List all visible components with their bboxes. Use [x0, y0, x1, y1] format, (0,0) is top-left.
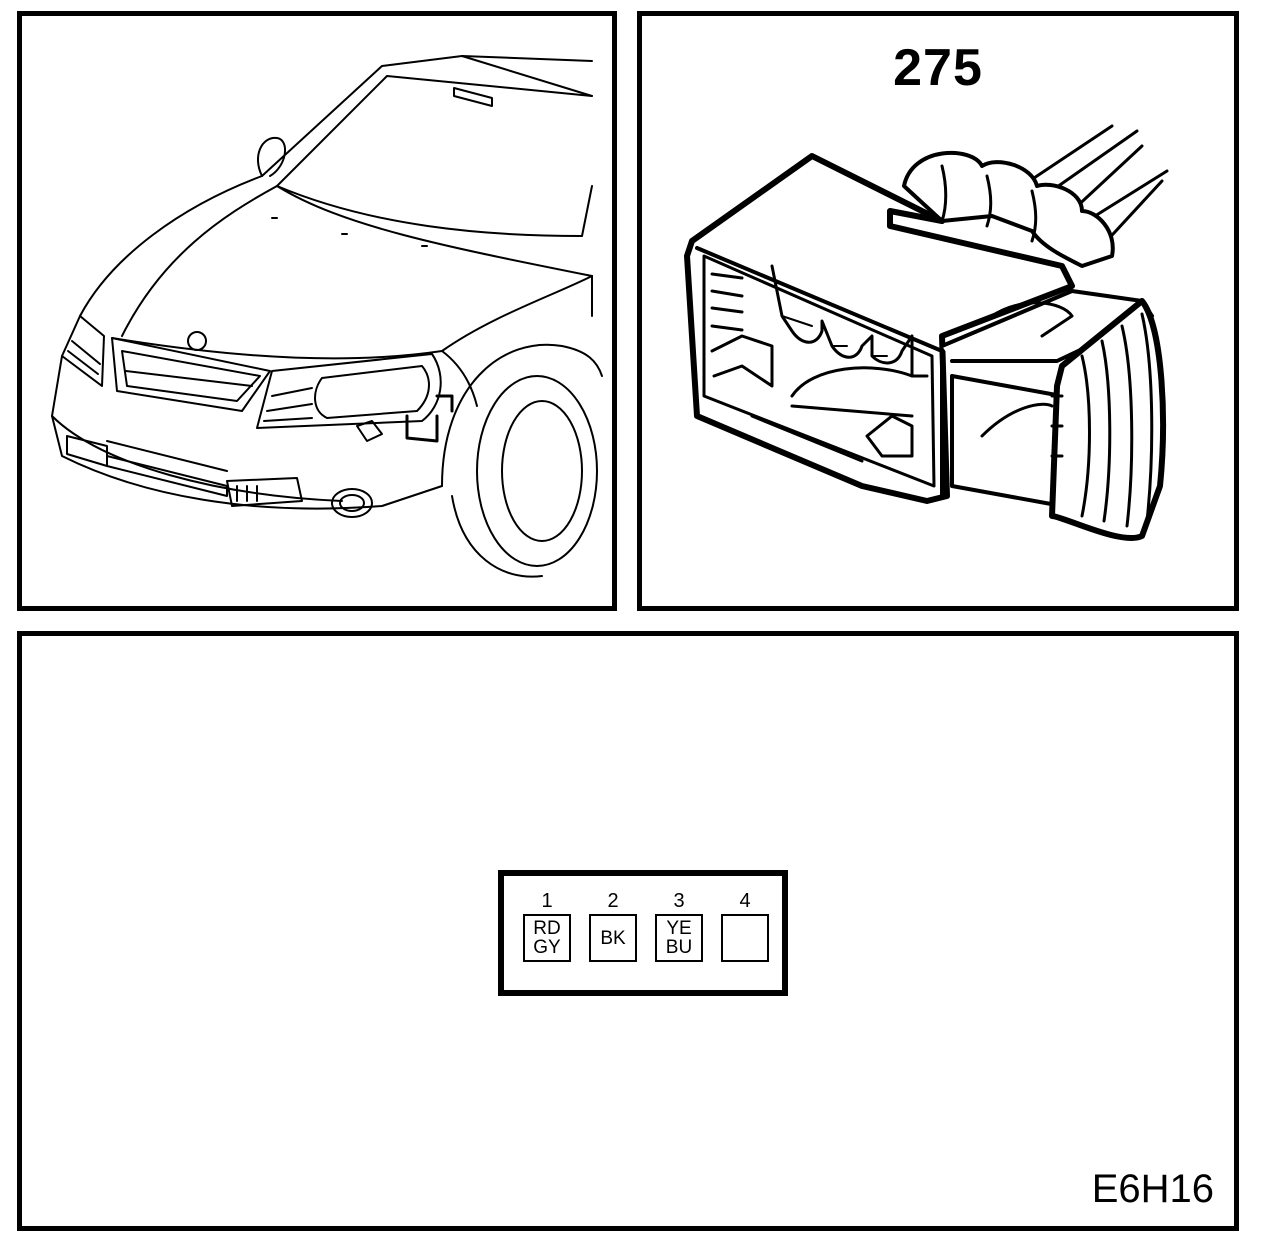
car-front-illustration [51, 55, 603, 578]
pin-3: 3 YE BU [652, 890, 706, 962]
wire-color: BU [665, 937, 693, 958]
pin-1: 1 RD GY [520, 890, 574, 962]
figure-code: E6H16 [1091, 1167, 1214, 1211]
pin-wire-colors: RD GY [523, 914, 571, 962]
connector-face: 1 RD GY 2 BK 3 YE BU 4 [498, 870, 788, 996]
pinout-panel: 1 RD GY 2 BK 3 YE BU 4 E6H16 [17, 631, 1239, 1231]
pin-number: 2 [607, 890, 619, 912]
pin-2: 2 BK [586, 890, 640, 962]
wire-color: BK [600, 927, 626, 949]
pin-wire-colors: BK [589, 914, 637, 962]
pin-wire-colors [721, 914, 769, 962]
connector-view-panel: 275 [637, 11, 1239, 611]
car-location-panel [17, 11, 617, 611]
pin-number: 1 [541, 890, 553, 912]
pin-number: 4 [739, 890, 751, 912]
wire-color: RD [533, 918, 561, 939]
pin-number: 3 [673, 890, 685, 912]
pin-4: 4 [718, 890, 772, 962]
wire-color: GY [533, 937, 561, 958]
wire-color: YE [666, 918, 692, 939]
connector-number: 275 [893, 39, 983, 97]
connector-illustration [684, 124, 1169, 541]
pin-wire-colors: YE BU [655, 914, 703, 962]
